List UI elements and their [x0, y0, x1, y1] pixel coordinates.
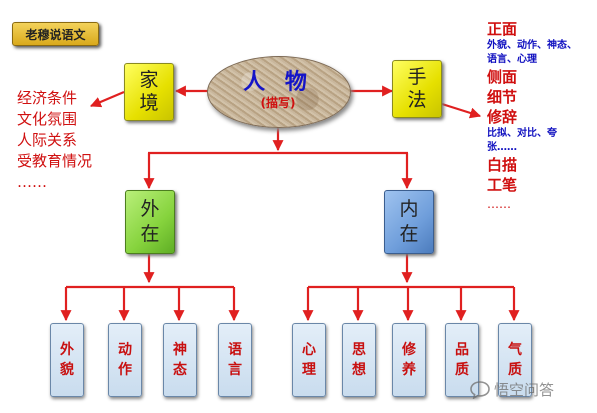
technique-node-line2: 法: [407, 89, 427, 111]
family-item-culture: 文化氛围: [17, 110, 78, 128]
inner-node: 内 在: [384, 190, 434, 254]
technique-node-line1: 手: [407, 66, 427, 88]
leaf-character-line2: 质: [455, 362, 469, 378]
watermark: 悟空问答: [470, 379, 554, 400]
technique-direct-detail-1: 外貌、动作、神态、: [487, 40, 577, 51]
center-title: 人 物: [243, 70, 313, 95]
leaf-temperament: 气 质: [498, 323, 532, 397]
chat-bubble-icon: [470, 380, 490, 399]
leaf-temperament-line1: 气: [508, 342, 522, 358]
inner-node-line1: 内: [399, 198, 419, 220]
leaf-psychology-line2: 理: [302, 362, 316, 378]
family-item-education: 受教育情况: [17, 152, 93, 170]
family-node-line2: 境: [139, 92, 159, 114]
leaf-action: 动 作: [108, 323, 142, 397]
leaf-expression: 神 态: [163, 323, 197, 397]
inner-node-line2: 在: [399, 223, 419, 245]
technique-rhetoric: 修辞: [487, 108, 518, 126]
leaf-appearance-line2: 貌: [60, 362, 74, 378]
technique-list: 正面 外貌、动作、神态、 语言、心理 侧面 细节 修辞 比拟、对比、夸 张…… …: [487, 19, 592, 213]
leaf-language: 语 言: [218, 323, 252, 397]
center-subtitle: (描写): [260, 96, 296, 110]
outer-node-line2: 在: [140, 223, 160, 245]
leaf-cultivation: 修 养: [392, 323, 426, 397]
family-list: 经济条件 文化氛围 人际关系 受教育情况 ……: [17, 88, 92, 193]
arrow-to-family-list: [89, 90, 125, 108]
arrow-to-technique-list: [441, 102, 482, 119]
leaf-cultivation-line1: 修: [402, 342, 416, 358]
leaf-psychology: 心 理: [292, 323, 326, 397]
outer-node: 外 在: [125, 190, 175, 254]
technique-direct-detail-2: 语言、心理: [487, 54, 537, 65]
leaf-action-line2: 作: [118, 362, 132, 378]
leaf-action-line1: 动: [118, 342, 132, 358]
leaf-character-line1: 品: [455, 342, 469, 358]
technique-ellipsis: ……: [487, 197, 511, 211]
family-node: 家 境: [124, 63, 174, 121]
family-item-economy: 经济条件: [17, 89, 78, 107]
technique-line-drawing: 白描: [487, 156, 518, 174]
leaf-appearance: 外 貌: [50, 323, 84, 397]
technique-rhetoric-detail-1: 比拟、对比、夸: [487, 128, 557, 139]
watermark-text: 悟空问答: [494, 381, 555, 399]
leaf-thought-line1: 思: [352, 342, 366, 358]
outer-node-line1: 外: [140, 198, 160, 220]
center-ellipse: [207, 56, 351, 128]
technique-detail: 细节: [487, 88, 518, 106]
technique-indirect: 侧面: [487, 68, 518, 86]
leaf-cultivation-line2: 养: [402, 362, 416, 378]
leaf-language-line1: 语: [228, 342, 242, 358]
leaf-expression-line2: 态: [173, 362, 187, 378]
leaf-thought-line2: 想: [352, 362, 366, 378]
leaf-thought: 思 想: [342, 323, 376, 397]
technique-direct: 正面: [487, 20, 518, 38]
family-item-relations: 人际关系: [17, 131, 78, 149]
leaf-psychology-line1: 心: [302, 342, 316, 358]
technique-fine-brush: 工笔: [487, 176, 518, 194]
leaf-temperament-line2: 质: [508, 362, 522, 378]
technique-rhetoric-detail-2: 张……: [487, 142, 517, 153]
technique-node: 手 法: [392, 60, 442, 118]
leaf-appearance-line1: 外: [60, 342, 74, 358]
family-item-ellipsis: ……: [17, 173, 47, 191]
leaf-language-line2: 言: [228, 362, 242, 378]
family-node-line1: 家: [139, 69, 159, 91]
author-badge: 老穆说语文: [12, 22, 99, 46]
leaf-expression-line1: 神: [173, 342, 187, 358]
